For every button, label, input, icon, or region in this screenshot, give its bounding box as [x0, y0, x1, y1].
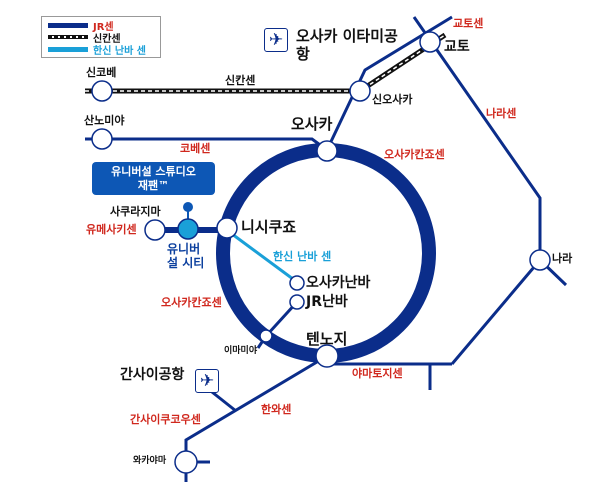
loop-line-label-left: 오사카칸죠센 — [161, 296, 222, 309]
kyoto-line-label: 교토센 — [453, 17, 484, 30]
shinkansen-line-label: 신칸센 — [225, 74, 256, 87]
yumesaki-line-label: 유메사키센 — [86, 223, 137, 236]
shin-kobe-label: 신코베 — [86, 66, 117, 79]
legend-shinkansen: 신칸센 — [93, 33, 121, 45]
usj-subtitle: 재팬™ — [137, 179, 170, 192]
station-shin-osaka — [349, 80, 371, 102]
hanwa-line-label: 한와센 — [261, 403, 292, 416]
station-osaka — [316, 140, 338, 162]
station-tennoji — [315, 344, 339, 368]
nishikujo-label: 니시쿠죠 — [241, 218, 297, 236]
kansai-airport-label: 간사이공항 — [120, 367, 185, 383]
osaka-label: 오사카 — [291, 115, 333, 133]
sannomiya-label: 산노미야 — [84, 114, 125, 127]
hanshin-line-label: 한신 난바 센 — [273, 250, 332, 263]
station-sakurajima — [144, 219, 166, 241]
usj-title: 유니버설 스튜디오 — [111, 165, 196, 178]
shin-osaka-label: 신오사카 — [372, 93, 413, 106]
yamatoji-line-label: 야마토지센 — [352, 367, 403, 380]
nara-line-label: 나라센 — [486, 107, 517, 120]
itami-airport-label: 오사카 이타미공항 — [296, 27, 398, 63]
nara-label: 나라 — [552, 252, 573, 265]
kobe-line-label: 코베센 — [180, 142, 211, 155]
legend-hanshin: 한신 난바 센 — [93, 45, 146, 57]
airport-line — [211, 390, 237, 413]
imamiya-label: 이마미야 — [224, 346, 258, 356]
station-wakayama — [174, 450, 198, 474]
legend: JR센 신칸센 한신 난바 센 — [41, 16, 161, 58]
universal-city-label: 유니버설 시티 — [167, 242, 205, 270]
loop-line-label-top: 오사카칸죠센 — [384, 148, 445, 161]
station-sannomiya — [91, 128, 113, 150]
station-universal-city — [177, 218, 199, 240]
station-nishikujo — [216, 217, 238, 239]
airplane-icon: ✈ — [264, 28, 288, 52]
nara-line — [412, 16, 542, 258]
kansai-airport-line-label: 간사이쿠코우센 — [130, 413, 201, 426]
jr-namba-label: JR난바 — [306, 294, 348, 310]
station-nara — [529, 249, 551, 271]
airplane-icon: ✈ — [195, 369, 219, 393]
usj-marker — [183, 202, 193, 212]
kyoto-label: 교토 — [444, 39, 470, 55]
osaka-namba-label: 오사카난바 — [306, 275, 371, 291]
station-imamiya — [259, 329, 273, 343]
station-osaka-namba — [289, 275, 305, 291]
wakayama-label: 와카야마 — [133, 456, 167, 466]
nara-branch — [450, 258, 568, 365]
legend-jr: JR센 — [93, 21, 114, 33]
hanshin-line — [231, 232, 298, 284]
yamatoji-line — [326, 362, 452, 390]
station-jr-namba — [289, 294, 305, 310]
station-shin-kobe — [91, 80, 113, 102]
station-kyoto — [419, 31, 441, 53]
tennoji-label: 텐노지 — [306, 330, 348, 348]
sakurajima-label: 사쿠라지마 — [110, 205, 161, 218]
